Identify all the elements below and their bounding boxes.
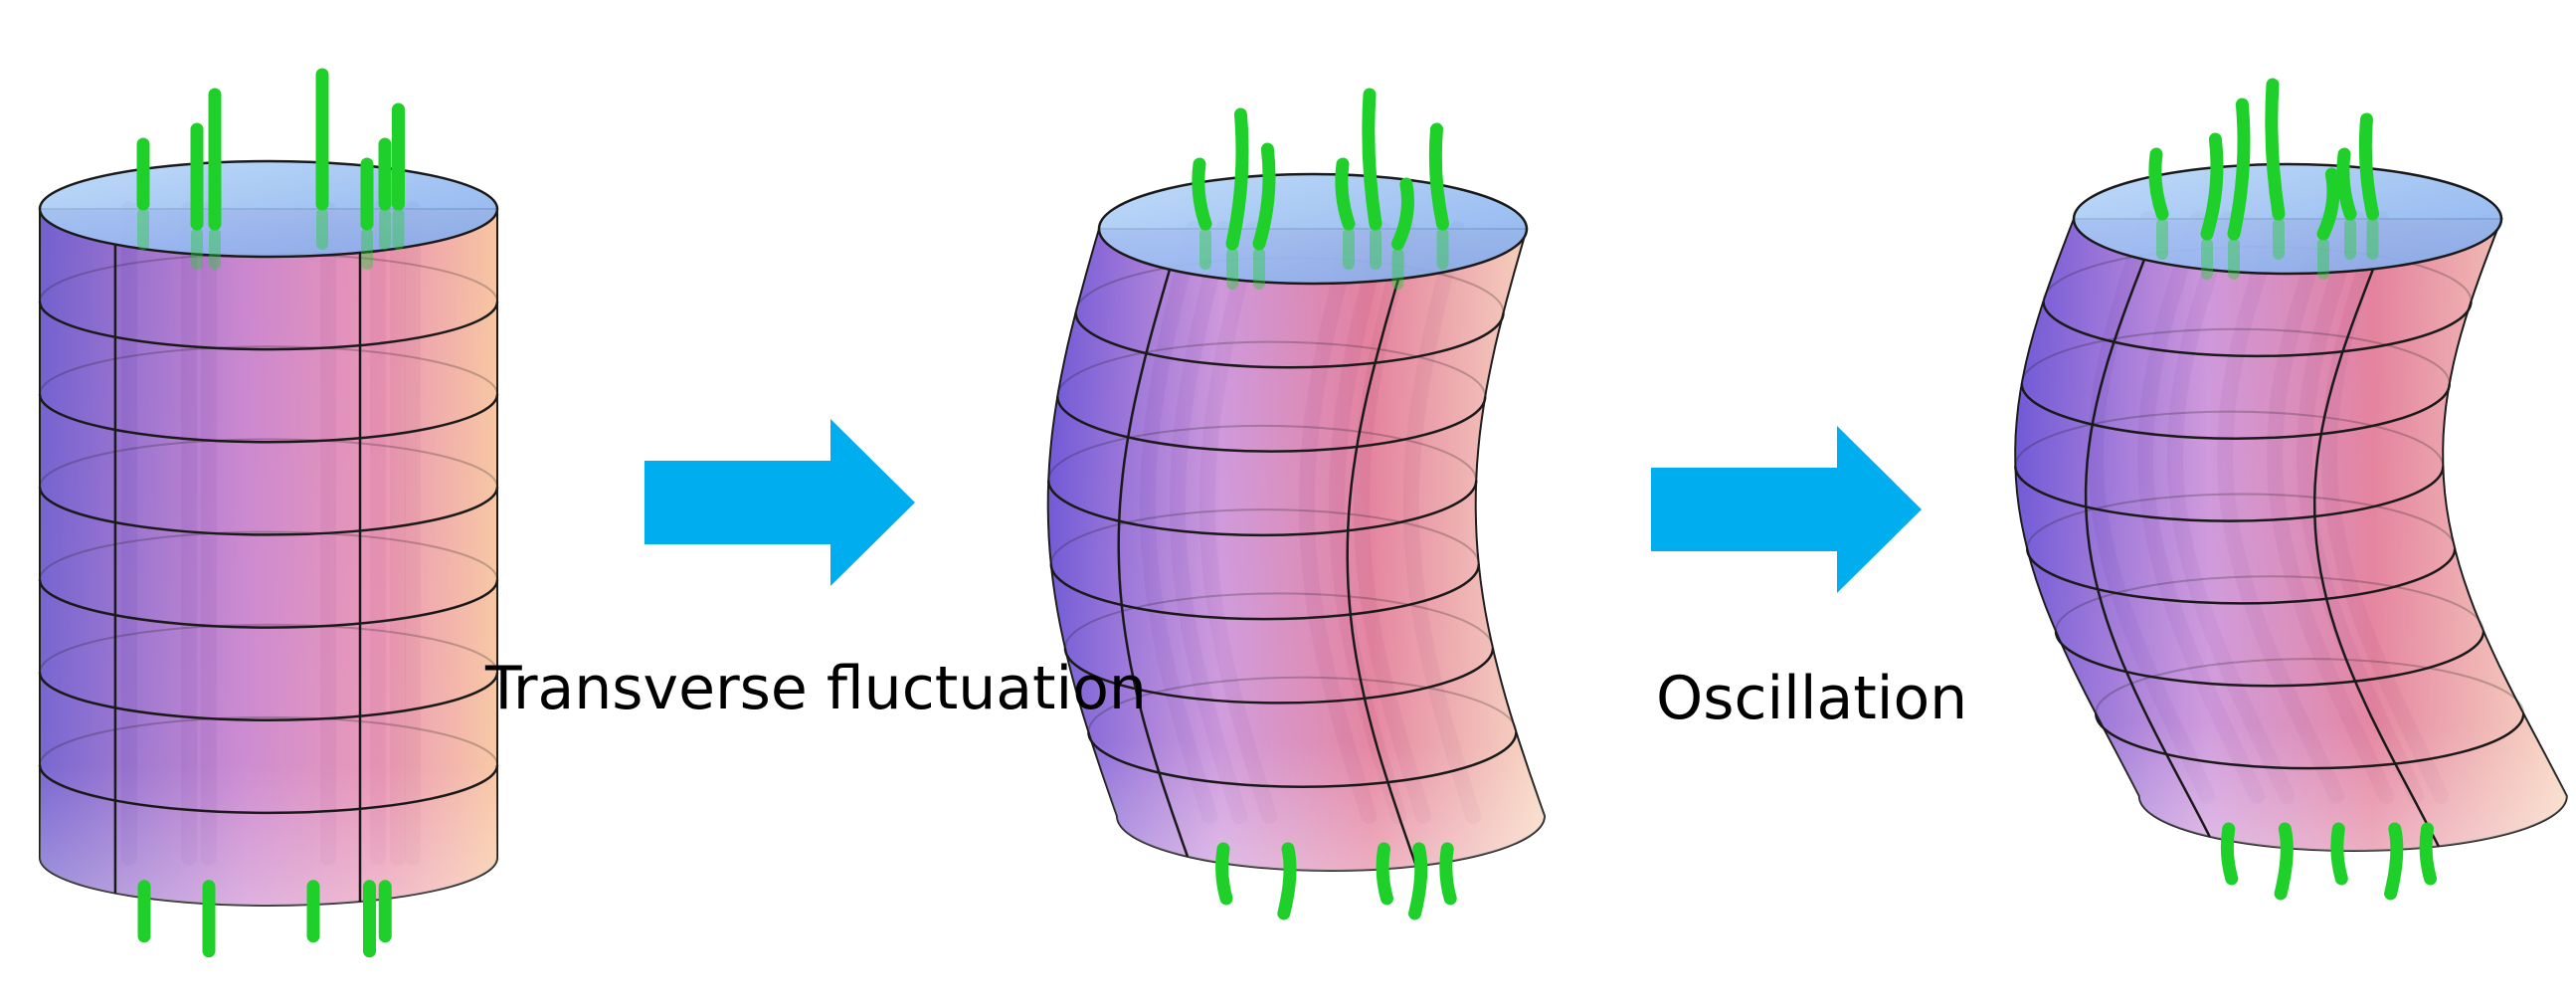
transverse-fluctuation-label: Transverse fluctuation	[485, 654, 1147, 723]
flux-strand-top	[2316, 167, 2340, 241]
tube-top-cap	[1097, 172, 1529, 286]
flux-strand-top	[2358, 112, 2379, 221]
flux-strand-top	[1428, 122, 1449, 231]
grid-ring-front	[38, 672, 499, 721]
grid-meridian	[1346, 279, 1418, 867]
tube-shading	[1047, 229, 1545, 871]
grid-ring-front	[1074, 312, 1505, 369]
grid-ring-front	[1087, 731, 1518, 788]
grid-ring-front	[2095, 713, 2525, 770]
right-arrow-icon	[644, 419, 915, 586]
grid-ring-front	[38, 487, 499, 536]
grid-ring-back	[39, 438, 498, 488]
flux-strand-top	[1252, 142, 1276, 251]
grid-ring-back	[2026, 493, 2457, 549]
flux-strand-bottom	[1277, 842, 1297, 920]
grid-ring-back	[2014, 410, 2445, 467]
grid-ring-back	[2054, 575, 2484, 632]
grid-ring-front	[2054, 631, 2485, 688]
grid-ring-back	[2020, 327, 2451, 384]
grid-ring-front	[2020, 383, 2451, 440]
grid-meridian	[1117, 269, 1190, 858]
grid-ring-front	[1049, 564, 1481, 621]
grid-ring-front	[2042, 301, 2473, 358]
grid-ring-back	[1063, 592, 1494, 649]
flux-strand-bottom	[1376, 842, 1393, 906]
flux-strand-bottom	[2220, 822, 2239, 886]
grid-meridian	[2084, 259, 2211, 838]
right-arrow-icon	[1651, 426, 1922, 593]
flux-strand-top	[2227, 98, 2251, 241]
grid-ring-front	[2025, 548, 2457, 605]
flux-strand-bottom	[2419, 822, 2438, 886]
oscillating-flux-tube	[2014, 78, 2568, 901]
grid-ring-back	[39, 715, 498, 765]
tube-shading	[2015, 219, 2567, 851]
straight-flux-tube	[38, 68, 499, 958]
grid-ring-back	[1049, 508, 1480, 565]
grid-ring-back	[1087, 676, 1518, 732]
grid-ring-back	[39, 530, 498, 580]
grid-ring-front	[38, 579, 499, 629]
grid-ring-front	[1046, 480, 1478, 537]
flux-strand-top	[1192, 157, 1212, 231]
grid-ring-back	[2095, 658, 2525, 714]
flux-strand-top	[2265, 78, 2286, 221]
grid-ring-front	[2014, 466, 2445, 522]
flux-strand-top	[1335, 157, 1356, 231]
flux-strand-bottom	[1408, 842, 1428, 920]
grid-ring-front	[38, 764, 499, 815]
grid-ring-front	[38, 302, 499, 351]
flux-strand-bottom	[2274, 822, 2294, 901]
tube-top-cap	[2072, 162, 2503, 276]
flux-strand-bottom	[1215, 842, 1233, 906]
tube-top-cap	[38, 159, 499, 259]
tube-shading	[40, 209, 497, 906]
grid-ring-back	[39, 345, 498, 395]
flux-strand-bottom	[2384, 822, 2404, 901]
grid-ring-back	[1047, 424, 1478, 481]
grid-ring-front	[38, 394, 499, 444]
grid-ring-back	[1056, 340, 1487, 397]
grid-ring-back	[39, 623, 498, 673]
flux-strand-top	[1362, 88, 1382, 231]
flux-strand-top	[1391, 177, 1414, 251]
grid-ring-front	[1063, 648, 1495, 705]
grid-ring-front	[1055, 396, 1487, 453]
flux-strand-top	[1225, 107, 1249, 251]
oscillation-label: Oscillation	[1656, 664, 1968, 733]
flux-strand-top	[2148, 147, 2169, 221]
grid-meridian	[2312, 268, 2440, 847]
flux-strand-top	[2336, 147, 2357, 221]
flux-strand-bottom	[2330, 822, 2348, 886]
flux-strand-bottom	[1439, 842, 1457, 906]
kinked-flux-tube	[1046, 88, 1547, 920]
flux-strand-top	[2200, 132, 2224, 241]
